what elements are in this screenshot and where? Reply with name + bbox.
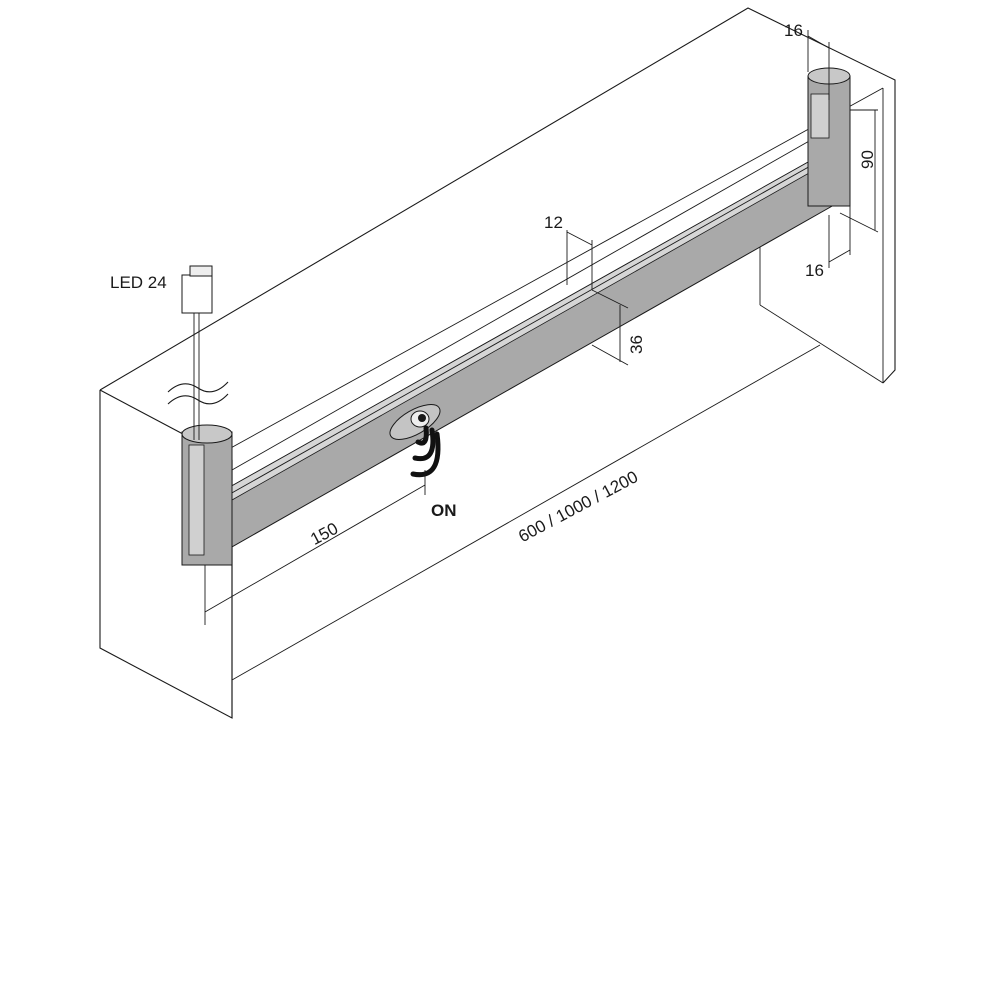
sensor-switch <box>389 404 441 440</box>
dim-bracket-top: 16 <box>784 21 803 40</box>
signal-waves-icon <box>410 425 441 478</box>
dim-switch-offset: 150 <box>307 519 341 549</box>
led-connector-icon <box>181 265 213 314</box>
dim-bracket-height: 90 <box>858 150 877 169</box>
dim-length: 600 / 1000 / 1200 <box>515 467 641 546</box>
left-bracket <box>181 424 233 566</box>
led-profile <box>227 151 835 549</box>
cable <box>167 312 229 440</box>
dim-profile-width: 12 <box>544 213 563 232</box>
dim-bracket-bottom: 16 <box>805 261 824 280</box>
dim-profile-height: 36 <box>627 335 646 354</box>
dimension-lines <box>204 30 879 681</box>
switch-state-label: ON <box>431 501 457 520</box>
connector-label: LED 24 <box>110 273 167 292</box>
